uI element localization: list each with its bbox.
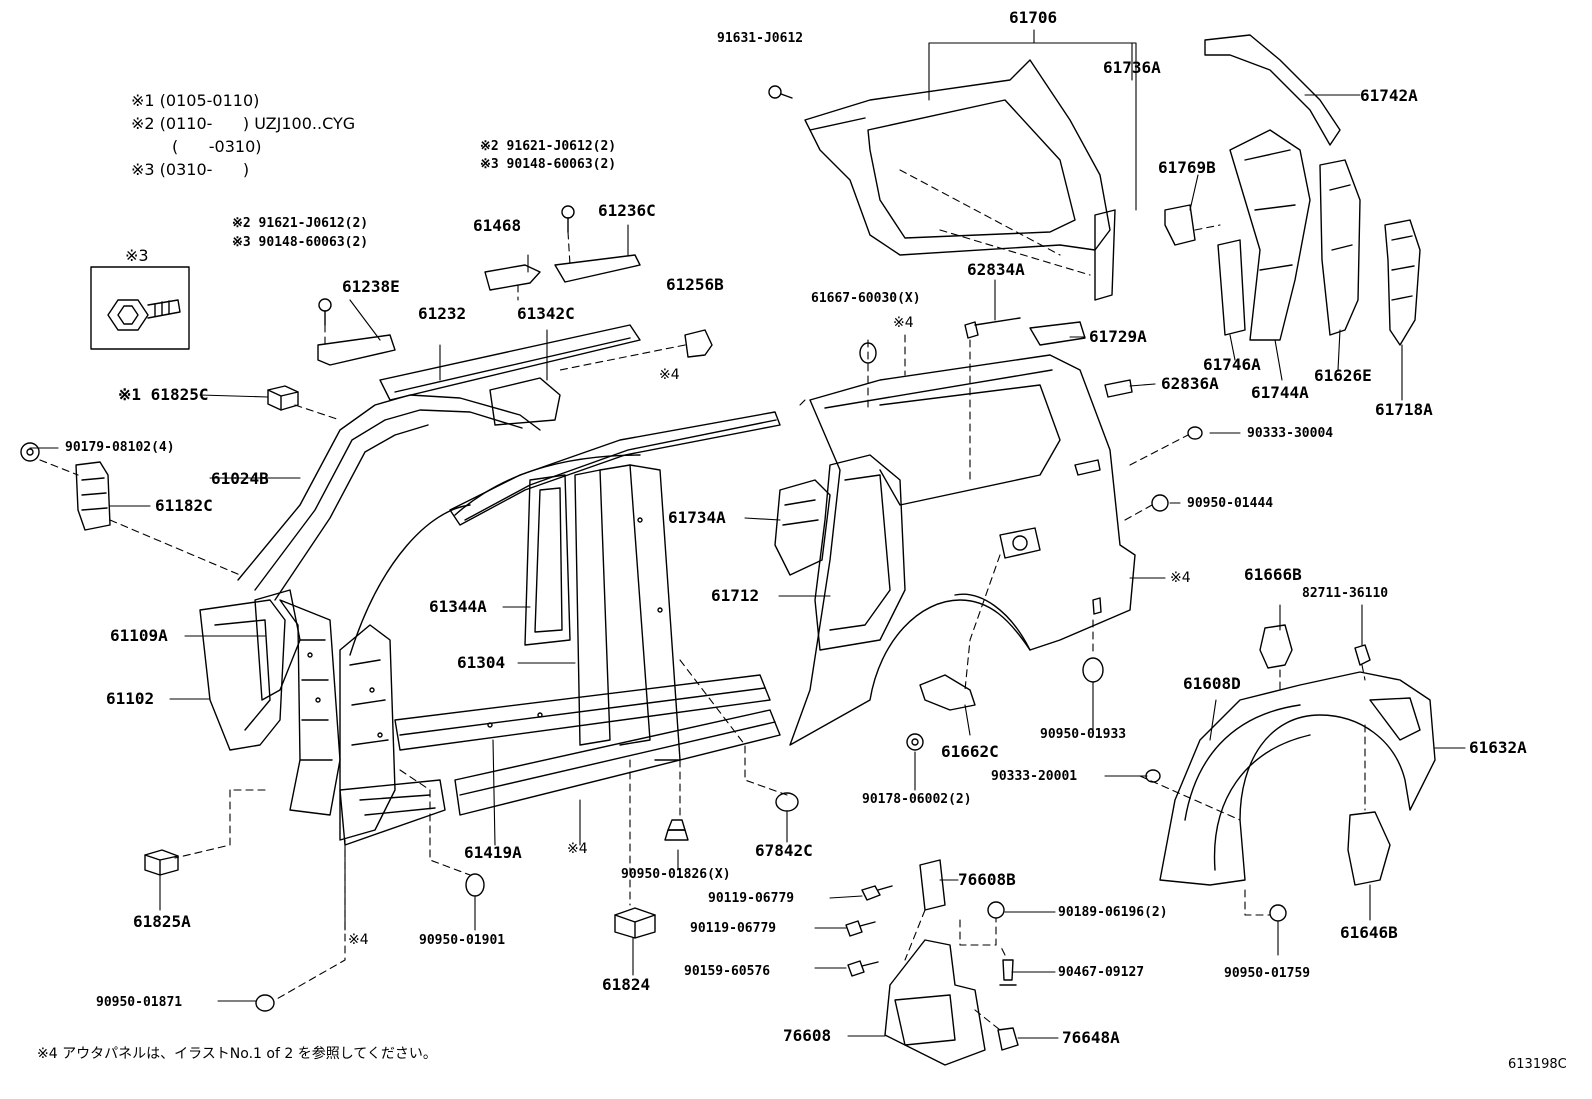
label-61706: 61706	[1009, 8, 1058, 27]
label-90148-60063-b: ※3 90148-60063(2)	[232, 235, 369, 250]
label-note4-d: ※4	[567, 841, 588, 857]
label-61667-60030: 61667-60030(X)	[811, 291, 921, 306]
label-61102: 61102	[106, 689, 155, 708]
note-2: ※2 (0110- ) UZJ100..CYG	[131, 114, 356, 133]
label-61646b: 61646B	[1340, 923, 1398, 942]
label-90950-01933: 90950-01933	[1040, 727, 1127, 742]
quarter-panel-drawing	[768, 59, 1203, 751]
label-61256b: 61256B	[666, 275, 724, 294]
label-note4-e: ※4	[348, 932, 369, 948]
label-61824: 61824	[602, 975, 651, 994]
label-61736a: 61736A	[1103, 58, 1161, 77]
label-90333-30004: 90333-30004	[1247, 426, 1334, 441]
label-62834a: 62834A	[967, 260, 1025, 279]
label-61712: 61712	[711, 586, 760, 605]
assembly-dashed-lines	[39, 169, 1366, 1031]
label-90178-06002: 90178-06002(2)	[862, 792, 972, 807]
label-91631-j0612: 91631-J0612	[717, 31, 804, 46]
label-61182c: 61182C	[155, 496, 213, 515]
label-note4-a: ※4	[893, 315, 914, 331]
note-1: ※1 (0105-0110)	[131, 91, 260, 110]
label-90119-06779-b: 90119-06779	[690, 921, 777, 936]
label-61662c: 61662C	[941, 742, 999, 761]
label-76608b: 76608B	[958, 870, 1016, 889]
left-small-parts	[20, 205, 799, 1012]
note-3-box-label: ※3	[125, 246, 149, 265]
label-90950-01826: 90950-01826(X)	[621, 867, 731, 882]
label-90333-20001: 90333-20001	[991, 769, 1078, 784]
label-note4-b: ※4	[659, 367, 680, 383]
label-61742a: 61742A	[1360, 86, 1418, 105]
label-61729a: 61729A	[1089, 327, 1147, 346]
label-61024b: 61024B	[211, 469, 269, 488]
label-61304: 61304	[457, 653, 506, 672]
label-61744a: 61744A	[1251, 383, 1309, 402]
inner-side-panel-drawing	[199, 324, 781, 846]
label-76608: 76608	[783, 1026, 832, 1045]
footnote: ※4 アウタパネルは、イラストNo.1 of 2 を参照してください。	[37, 1046, 437, 1062]
label-61718a: 61718A	[1375, 400, 1433, 419]
label-61608d: 61608D	[1183, 674, 1241, 693]
leader-lines	[29, 29, 1466, 1039]
label-61746a: 61746A	[1203, 355, 1261, 374]
label-61344a: 61344A	[429, 597, 487, 616]
label-90148-60063-a: ※3 90148-60063(2)	[480, 157, 617, 172]
label-61825a: 61825A	[133, 912, 191, 931]
label-91621-j0612-b: ※2 91621-J0612(2)	[232, 216, 369, 231]
label-90950-01444: 90950-01444	[1187, 496, 1274, 511]
label-90950-01871: 90950-01871	[96, 995, 183, 1010]
label-61236c: 61236C	[598, 201, 656, 220]
label-62836a: 62836A	[1161, 374, 1219, 393]
mudguard-drawing	[845, 859, 1019, 1066]
label-61734a: 61734A	[668, 508, 726, 527]
label-90950-01759: 90950-01759	[1224, 966, 1311, 981]
label-61232: 61232	[418, 304, 467, 323]
right-pillar-parts	[1164, 34, 1421, 346]
label-90159-60576: 90159-60576	[684, 964, 771, 979]
label-61342c: 61342C	[517, 304, 575, 323]
label-61769b: 61769B	[1158, 158, 1216, 177]
label-76648a: 76648A	[1062, 1028, 1120, 1047]
label-61825c: ※1 61825C	[118, 385, 209, 404]
label-90950-01901: 90950-01901	[419, 933, 506, 948]
label-90189-06196: 90189-06196(2)	[1058, 905, 1168, 920]
label-61238e: 61238E	[342, 277, 400, 296]
label-61666b: 61666B	[1244, 565, 1302, 584]
label-90467-09127: 90467-09127	[1058, 965, 1145, 980]
note-3: ※3 (0310- )	[131, 160, 250, 179]
wheel-house-drawing	[1145, 624, 1436, 922]
label-61468: 61468	[473, 216, 522, 235]
note-2b: ( -0310)	[172, 137, 262, 156]
label-61632a: 61632A	[1469, 738, 1527, 757]
label-82711-36110: 82711-36110	[1302, 586, 1389, 601]
label-note4-c: ※4	[1170, 570, 1191, 586]
label-67842c: 67842C	[755, 841, 813, 860]
label-91621-j0612-a: ※2 91621-J0612(2)	[480, 139, 617, 154]
label-90179-08102: 90179-08102(4)	[65, 440, 175, 455]
label-61626e: 61626E	[1314, 366, 1372, 385]
label-61419a: 61419A	[464, 843, 522, 862]
label-90119-06779-a: 90119-06779	[708, 891, 795, 906]
label-61109a: 61109A	[110, 626, 168, 645]
drawing-reference-number: 613198C	[1508, 1057, 1567, 1072]
